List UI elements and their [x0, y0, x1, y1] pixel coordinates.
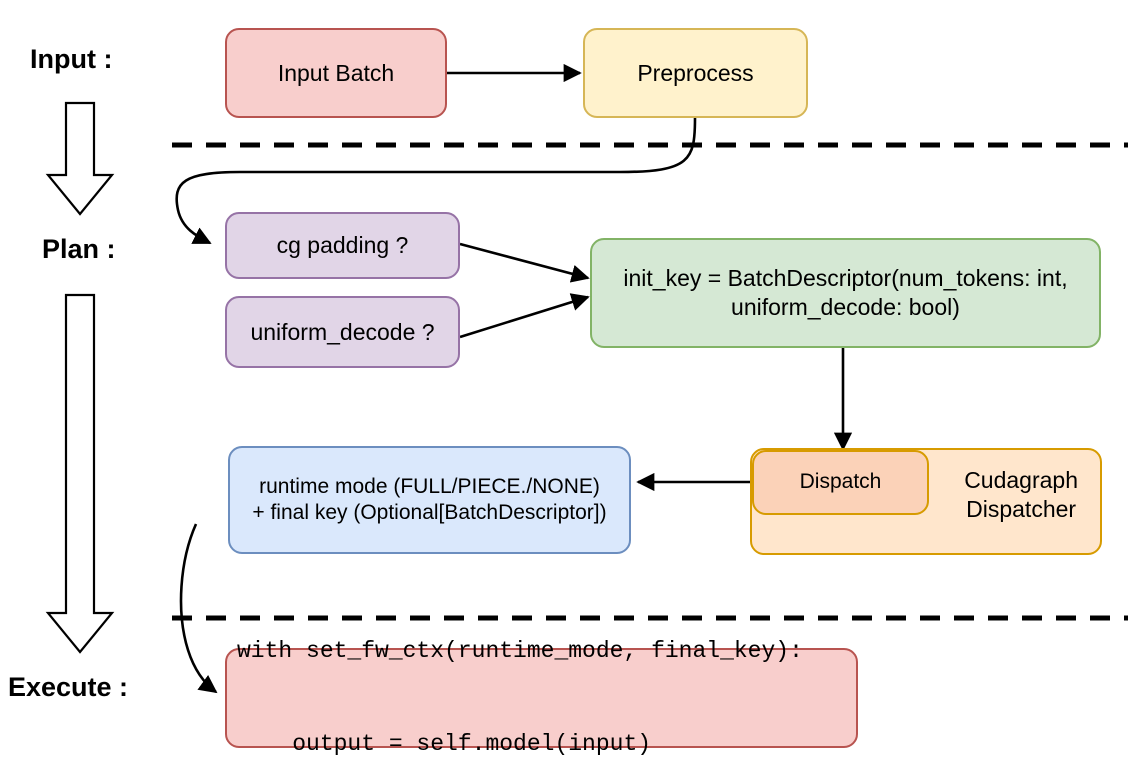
node-cg-padding-label: cg padding ? — [276, 232, 409, 259]
node-execute-code-line-1: with set_fw_ctx(runtime_mode, final_key)… — [237, 637, 803, 664]
node-uniform-decode[interactable]: uniform_decode ? — [225, 296, 460, 368]
node-runtime-mode-line-2: + final key (Optional[BatchDescriptor]) — [252, 501, 607, 524]
node-execute-code[interactable]: with set_fw_ctx(runtime_mode, final_key)… — [225, 638, 858, 757]
stage-arrow-plan-to-execute — [45, 293, 115, 654]
node-runtime-mode-line-1: runtime mode (FULL/PIECE./NONE) — [259, 474, 600, 498]
node-runtime-mode[interactable]: runtime mode (FULL/PIECE./NONE) + final … — [228, 446, 631, 554]
node-init-key-line-2: uniform_decode: bool) — [731, 294, 960, 320]
stage-label-input: Input : — [30, 44, 113, 74]
stage-label-execute: Execute : — [8, 672, 129, 702]
stage-label-plan: Plan : — [42, 234, 116, 264]
node-init-key-line-1: init_key = BatchDescriptor(num_tokens: i… — [623, 265, 1068, 292]
edge-runtime-mode-to-execute — [179, 523, 218, 694]
node-dispatch[interactable]: Dispatch — [752, 450, 929, 515]
node-cudagraph-dispatcher-line-2: Dispatcher — [966, 495, 1077, 522]
node-execute-code-line-2: output = self.model(input) — [237, 731, 652, 758]
node-preprocess-label: Preprocess — [637, 59, 754, 86]
node-uniform-decode-label: uniform_decode ? — [250, 318, 435, 345]
node-cudagraph-dispatcher-line-1: Cudagraph — [964, 467, 1078, 493]
node-preprocess[interactable]: Preprocess — [583, 28, 808, 118]
stage-arrow-input-to-plan — [45, 101, 115, 216]
node-init-key[interactable]: init_key = BatchDescriptor(num_tokens: i… — [590, 238, 1101, 348]
node-dispatch-label: Dispatch — [799, 470, 882, 494]
node-cg-padding[interactable]: cg padding ? — [225, 212, 460, 279]
node-input-batch[interactable]: Input Batch — [225, 28, 447, 118]
edge-cg-padding-to-init-key — [459, 242, 590, 283]
node-input-batch-label: Input Batch — [277, 59, 395, 86]
edge-uniform-decode-to-init-key — [459, 293, 590, 339]
